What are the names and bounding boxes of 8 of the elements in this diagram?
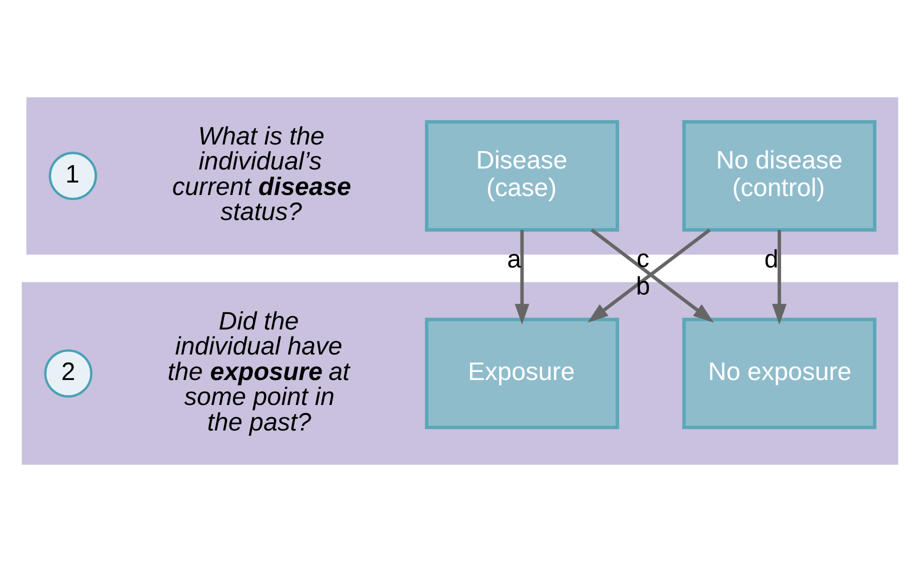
arrow <box>772 230 787 325</box>
node-box: Exposure <box>424 318 620 430</box>
node-box: Disease (case) <box>424 120 620 232</box>
node-box: No exposure <box>682 318 876 430</box>
node-box: No disease (control) <box>682 120 876 232</box>
node-circle: 2 <box>44 349 92 398</box>
node-circle: 1 <box>48 152 98 200</box>
arrow <box>514 230 530 325</box>
